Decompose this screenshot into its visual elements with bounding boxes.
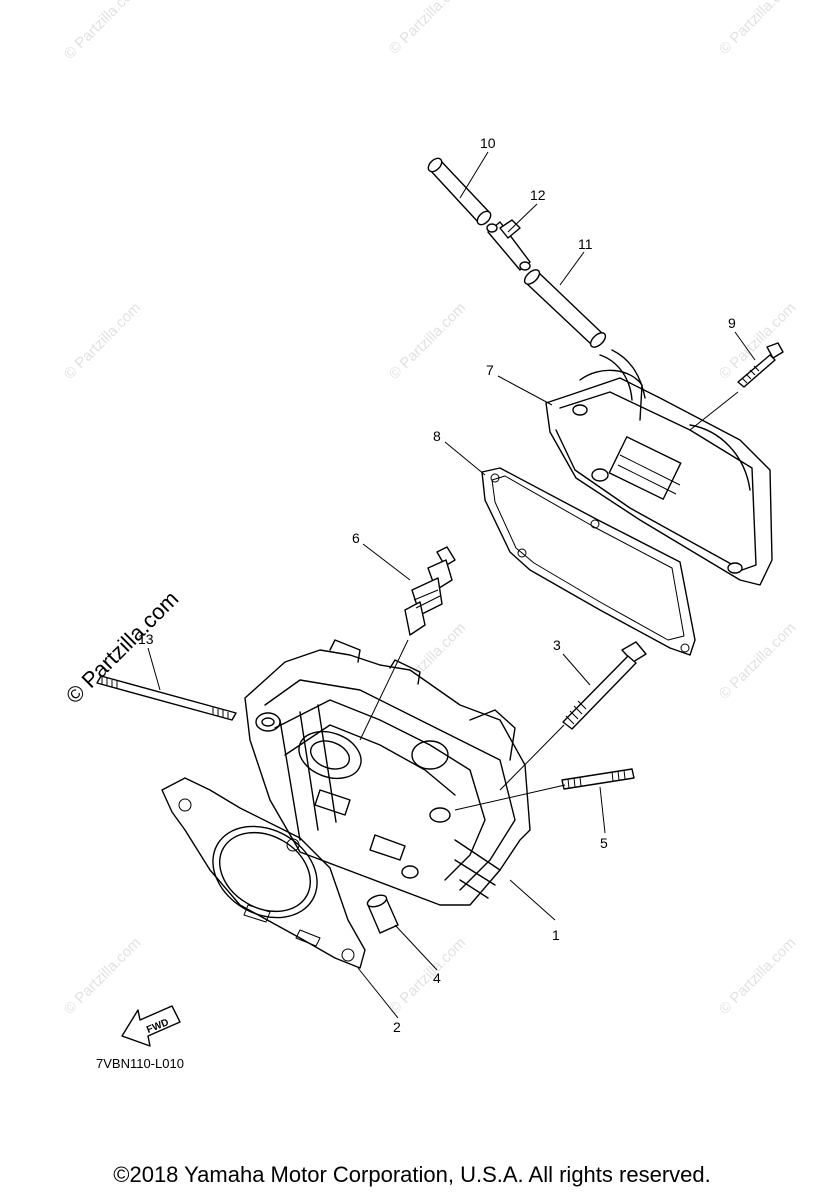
part-10-hose[interactable] [426, 156, 493, 227]
watermark: © Partzilla.com [61, 0, 144, 63]
watermark: © Partzilla.com [61, 934, 144, 1017]
fwd-arrow: FWD [121, 1005, 181, 1047]
callout-10: 10 [480, 135, 496, 151]
part-8-cover-gasket[interactable] [481, 467, 696, 656]
part-11-hose[interactable] [522, 267, 608, 350]
part-12-tee-joint[interactable] [486, 219, 531, 271]
part-13-stud-bolt[interactable] [96, 675, 237, 721]
watermark: © Partzilla.com [716, 619, 799, 702]
watermark: © Partzilla.com [716, 934, 799, 1017]
callout-11: 11 [578, 236, 593, 252]
callout-labels: 10 12 11 9 7 8 6 13 3 5 1 4 2 [138, 135, 736, 1035]
callout-8: 8 [433, 428, 441, 444]
callout-3: 3 [553, 637, 561, 653]
callout-1: 1 [552, 927, 560, 943]
part-5-stud[interactable] [561, 768, 635, 790]
watermark: © Partzilla.com [61, 299, 144, 382]
copyright-notice: ©2018 Yamaha Motor Corporation, U.S.A. A… [113, 1162, 711, 1187]
part-2-head-gasket[interactable] [161, 777, 366, 969]
part-4-dowel-pin[interactable] [366, 893, 399, 934]
part-6-spark-plug[interactable] [404, 546, 456, 636]
part-7-head-cover[interactable] [545, 349, 773, 586]
callout-12: 12 [530, 187, 546, 203]
leader-lines [147, 151, 756, 1019]
callout-4: 4 [433, 970, 441, 986]
fwd-label: FWD [145, 1017, 170, 1036]
watermark: © Partzilla.com [386, 299, 469, 382]
part-3-bolt[interactable] [562, 641, 647, 730]
part-9-bolt[interactable] [737, 342, 784, 388]
callout-5: 5 [600, 835, 608, 851]
callout-7: 7 [486, 362, 494, 378]
watermark: © Partzilla.com [716, 0, 799, 58]
callout-13: 13 [138, 631, 154, 647]
callout-9: 9 [728, 315, 736, 331]
callout-2: 2 [393, 1019, 401, 1035]
drawing-code: 7VBN110-L010 [96, 1056, 184, 1071]
part-1-cylinder-head[interactable] [244, 639, 531, 906]
watermark: © Partzilla.com [386, 934, 469, 1017]
watermark: © Partzilla.com [386, 0, 469, 58]
callout-6: 6 [352, 530, 360, 546]
